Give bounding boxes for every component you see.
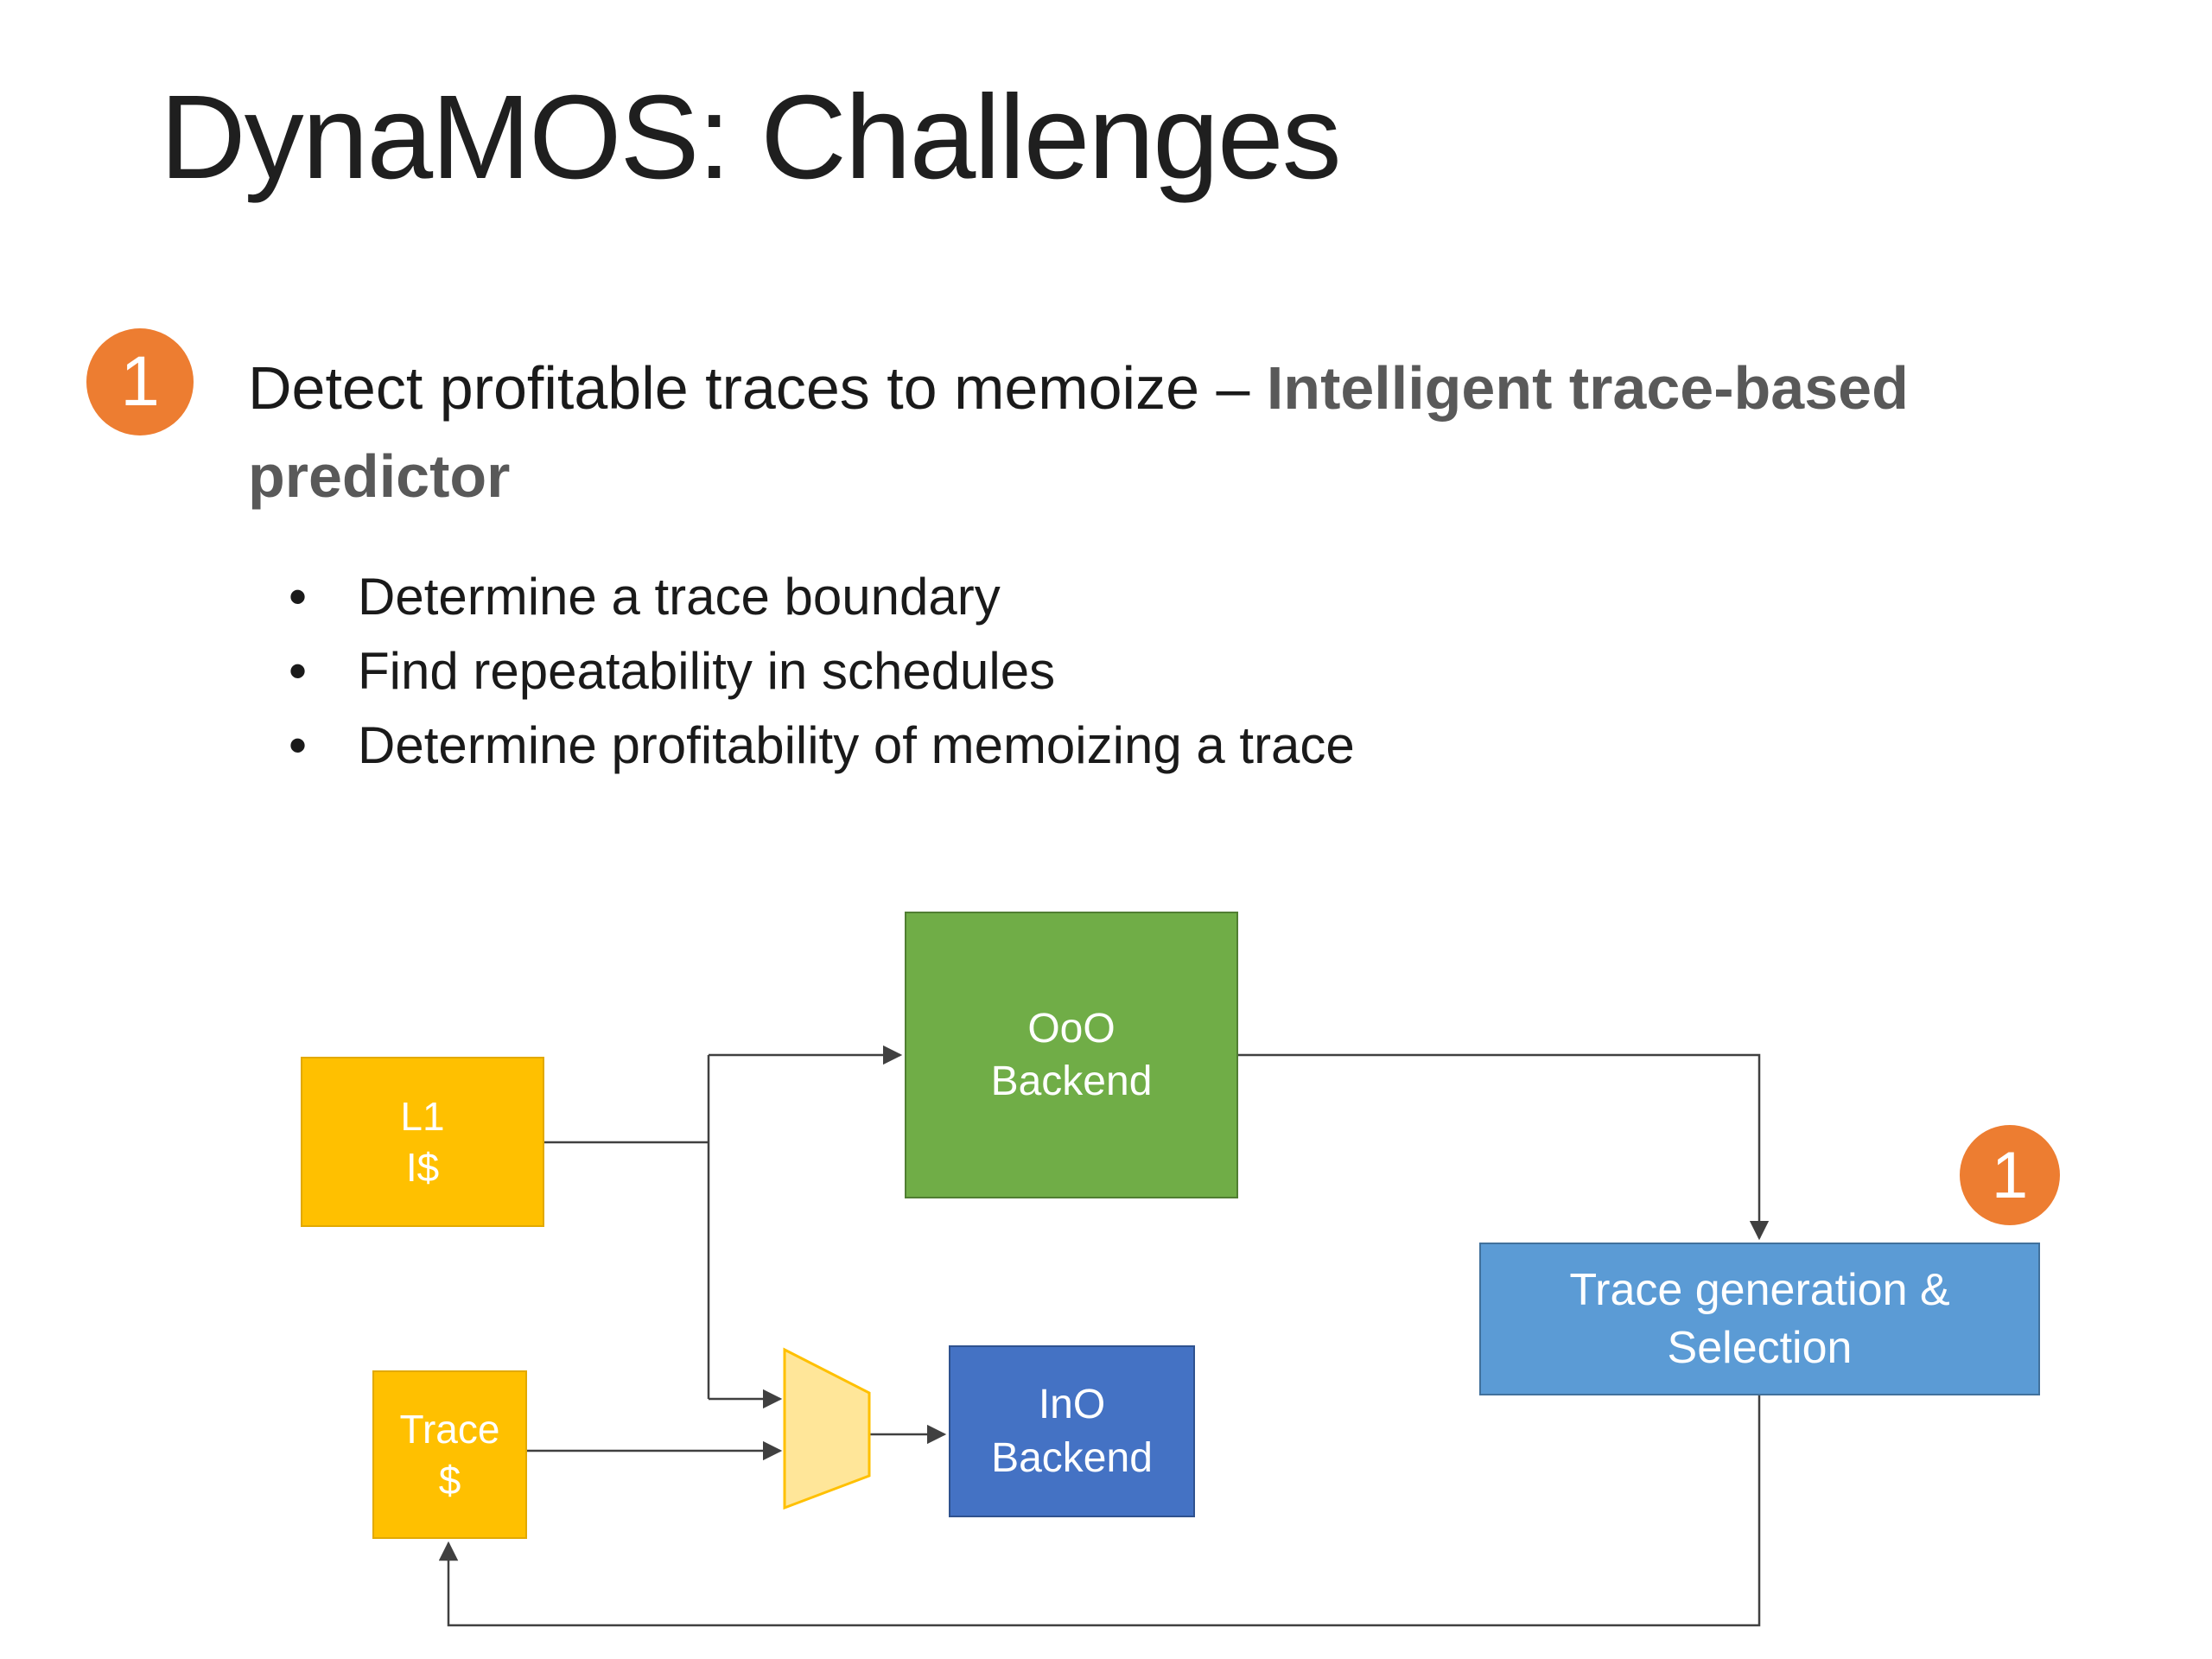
- trace-generation-label-line2: Selection: [1667, 1322, 1853, 1373]
- slide-title: DynaMOS: Challenges: [160, 71, 1342, 204]
- ooo-backend-box: OoO Backend: [905, 912, 1238, 1198]
- ooo-backend-label-line1: OoO: [1027, 1005, 1116, 1052]
- bullet-item: Determine a trace boundary: [287, 560, 1355, 634]
- trace-cache-box: Trace $: [372, 1370, 527, 1539]
- challenge-heading: Detect profitable traces to memoize – In…: [248, 344, 1989, 520]
- ino-backend-label-line2: Backend: [991, 1434, 1153, 1481]
- diagram-challenge-badge: 1: [1960, 1125, 2060, 1225]
- bullet-item: Determine profitability of memoizing a t…: [287, 709, 1355, 783]
- challenge-number: 1: [120, 342, 160, 421]
- bullet-item: Find repeatability in schedules: [287, 634, 1355, 709]
- connector-ooo-backend-to-trace-generation: [1238, 1053, 1770, 1241]
- ino-backend-box: InO Backend: [949, 1345, 1195, 1517]
- ino-backend-label-line1: InO: [1038, 1382, 1106, 1428]
- l1-cache-label-line2: I$: [405, 1144, 440, 1190]
- bullet-list: Determine a trace boundary Find repeatab…: [287, 560, 1355, 782]
- diagram-badge-number: 1: [1991, 1138, 2029, 1212]
- heading-emphasis-text: Intelligent trace-based predictor: [248, 354, 1909, 511]
- ooo-backend-label-line2: Backend: [990, 1058, 1153, 1104]
- trace-generation-selection-box: Trace generation & Selection: [1479, 1243, 2040, 1395]
- trace-cache-label-line1: Trace: [399, 1406, 500, 1452]
- l1-cache-label-line1: L1: [400, 1093, 445, 1139]
- connector-trace-generation-to-trace-cache: [438, 1395, 1761, 1627]
- mux-shape: [783, 1347, 871, 1510]
- heading-text: Detect profitable traces to memoize –: [248, 354, 1267, 422]
- trace-cache-label-line2: $: [438, 1457, 461, 1503]
- trace-generation-label-line1: Trace generation &: [1569, 1264, 1950, 1315]
- l1-instruction-cache-box: L1 I$: [301, 1057, 544, 1227]
- challenge-number-badge: 1: [86, 328, 194, 435]
